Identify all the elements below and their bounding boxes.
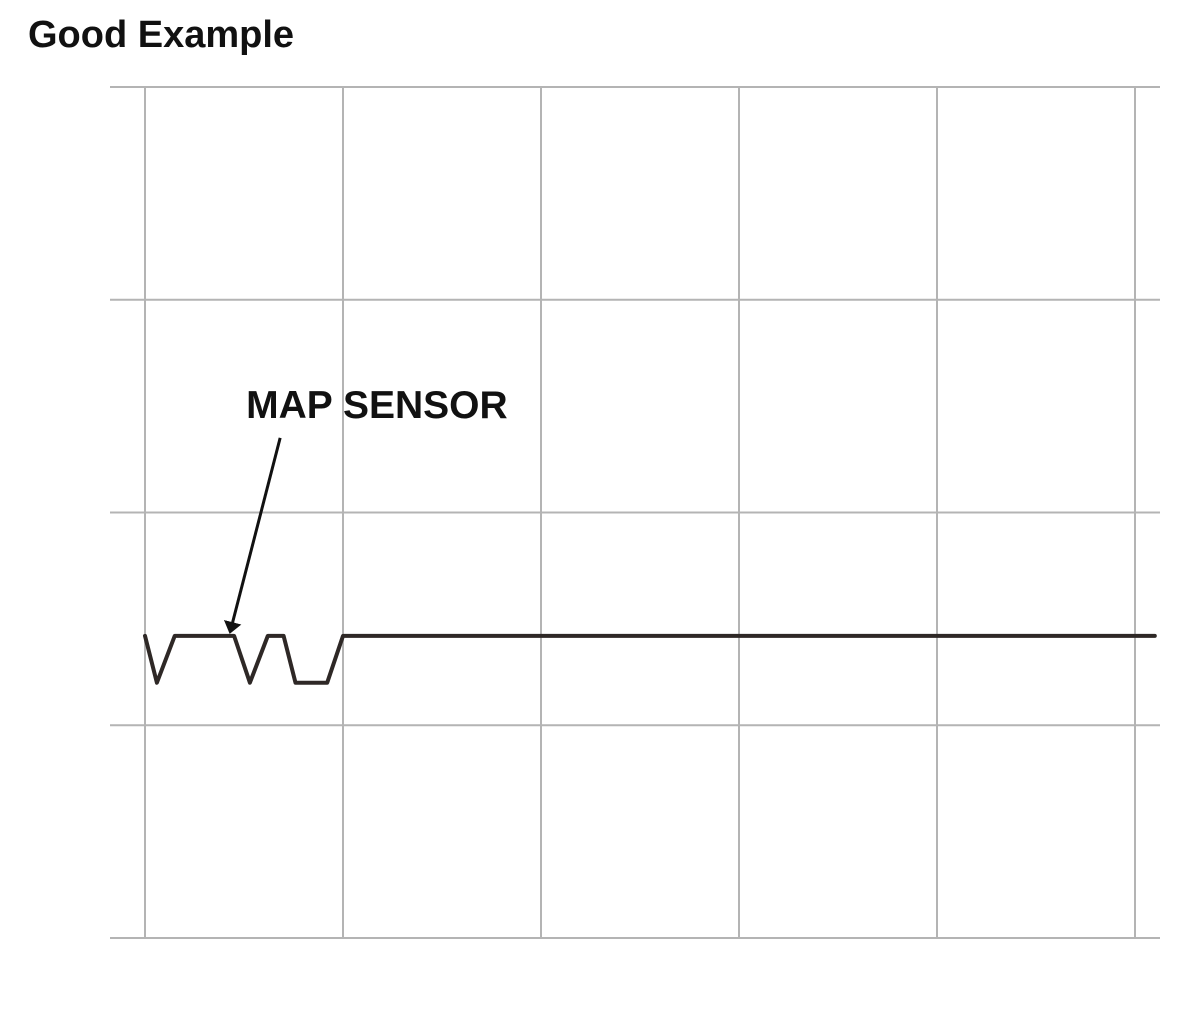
grid-layer bbox=[110, 86, 1160, 939]
annotation-layer: MAP SENSOR bbox=[223, 384, 508, 634]
annotation-label: MAP SENSOR bbox=[246, 384, 508, 427]
trace-layer bbox=[143, 633, 1157, 685]
annotation-arrow bbox=[223, 437, 282, 634]
page-title: Good Example bbox=[28, 14, 295, 56]
signal-trace bbox=[143, 633, 1157, 685]
